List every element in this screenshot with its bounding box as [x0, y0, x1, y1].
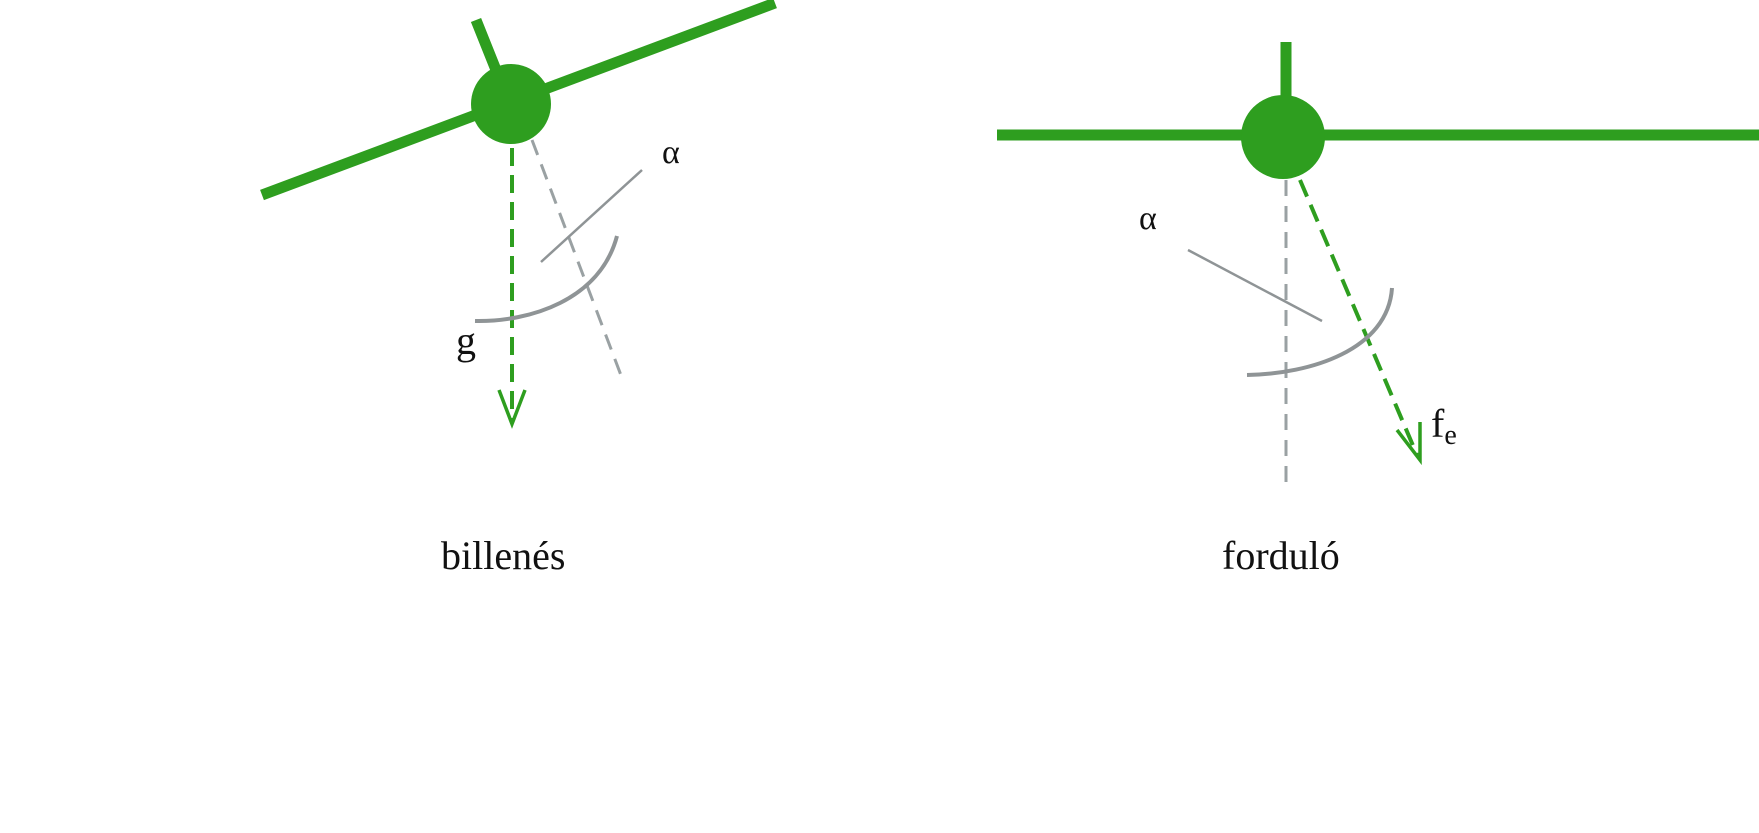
left-caption-billenes: billenés: [441, 533, 565, 578]
resultant-arrowhead: [1395, 422, 1422, 466]
right-alpha-pointer: [1187, 248, 1323, 323]
right-fe-label: fe: [1431, 401, 1457, 451]
right-fe-label-sub: e: [1444, 420, 1456, 451]
left-body-axis-dashed: [530, 139, 624, 379]
right-caption-fordulo: forduló: [1222, 533, 1340, 578]
left-alpha-label: α: [662, 134, 680, 171]
right-fe-label-main: f: [1431, 401, 1445, 446]
resultant-vector-fe: [1298, 179, 1419, 456]
right-alpha-label: α: [1139, 200, 1157, 237]
right-angle-arc: [1246, 287, 1394, 377]
left-alpha-pointer: [540, 169, 643, 263]
right-panel-turn: α fe forduló: [997, 42, 1759, 578]
left-fuselage: [471, 64, 551, 144]
left-panel-tilt: α g billenés: [260, 0, 777, 578]
gravity-arrowhead: [497, 389, 527, 429]
right-fuselage: [1241, 95, 1325, 179]
left-angle-arc: [474, 235, 619, 324]
left-g-label: g: [456, 318, 476, 363]
